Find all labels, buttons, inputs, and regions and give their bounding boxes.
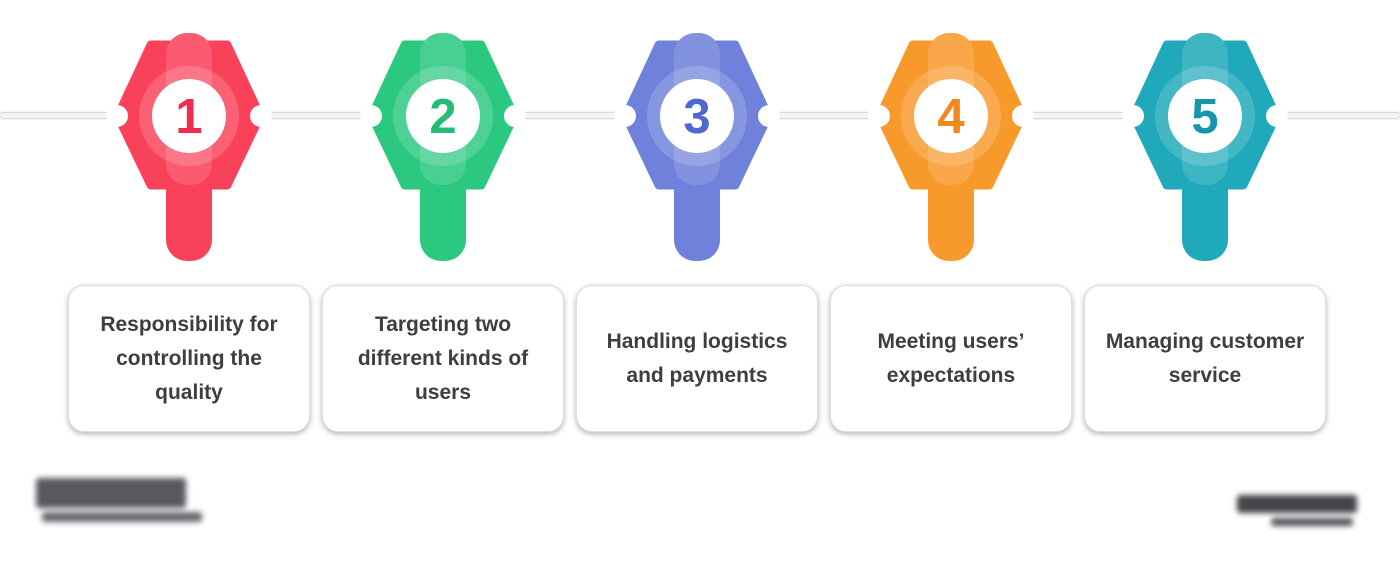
milestone-pin-icon: 5: [1122, 33, 1288, 261]
pin-circle: [914, 79, 988, 153]
pin-circle: [152, 79, 226, 153]
milestone-number: 1: [175, 90, 202, 144]
milestone-number: 3: [683, 90, 710, 144]
pin-circle: [1168, 79, 1242, 153]
timeline-dot-right: [1012, 105, 1034, 127]
milestone-marker-2: 2: [355, 26, 531, 264]
timeline-dot-right: [758, 105, 780, 127]
bottom-left-logo: [36, 478, 206, 522]
timeline-dot-left: [106, 105, 128, 127]
logo-wordmark-blur: [36, 478, 186, 508]
pin-circle: [660, 79, 734, 153]
milestone-marker-1: 1: [101, 26, 277, 264]
timeline-dot-right: [504, 105, 526, 127]
timeline-dot-left: [868, 105, 890, 127]
challenge-card-1: Responsibility for controlling the quali…: [68, 285, 310, 432]
milestone-marker-4: 4: [863, 26, 1039, 264]
challenge-card-label: Managing customer service: [1105, 329, 1305, 387]
milestone-pin-icon: 1: [106, 33, 272, 261]
milestone-pin-icon: 2: [360, 33, 526, 261]
milestone-number: 5: [1191, 90, 1218, 144]
timeline-dot-right: [1266, 105, 1288, 127]
timeline-dot-left: [360, 105, 382, 127]
challenge-card-label: Handling logistics and payments: [606, 329, 788, 387]
challenge-card-label: Targeting two different kinds of users: [357, 312, 529, 404]
bottom-right-logo: [1237, 495, 1367, 526]
milestone-marker-3: 3: [609, 26, 785, 264]
timeline-dot-left: [1122, 105, 1144, 127]
logo-wordmark-blur: [1237, 495, 1357, 513]
milestone-number: 2: [429, 90, 456, 144]
milestone-number: 4: [937, 90, 964, 144]
challenge-card-3: Handling logistics and payments: [576, 285, 818, 432]
challenge-card-2: Targeting two different kinds of users: [322, 285, 564, 432]
pin-circle: [406, 79, 480, 153]
challenge-card-4: Meeting users’ expectations: [830, 285, 1072, 432]
milestone-pin-icon: 3: [614, 33, 780, 261]
challenge-card-5: Managing customer service: [1084, 285, 1326, 432]
timeline-dot-right: [250, 105, 272, 127]
milestone-marker-5: 5: [1117, 26, 1293, 264]
milestone-pin-icon: 4: [868, 33, 1034, 261]
timeline-dot-left: [614, 105, 636, 127]
logo-tagline-blur: [42, 512, 202, 522]
challenge-card-label: Responsibility for controlling the quali…: [100, 312, 278, 404]
challenge-card-label: Meeting users’ expectations: [877, 329, 1025, 387]
logo-tagline-blur: [1271, 518, 1353, 526]
